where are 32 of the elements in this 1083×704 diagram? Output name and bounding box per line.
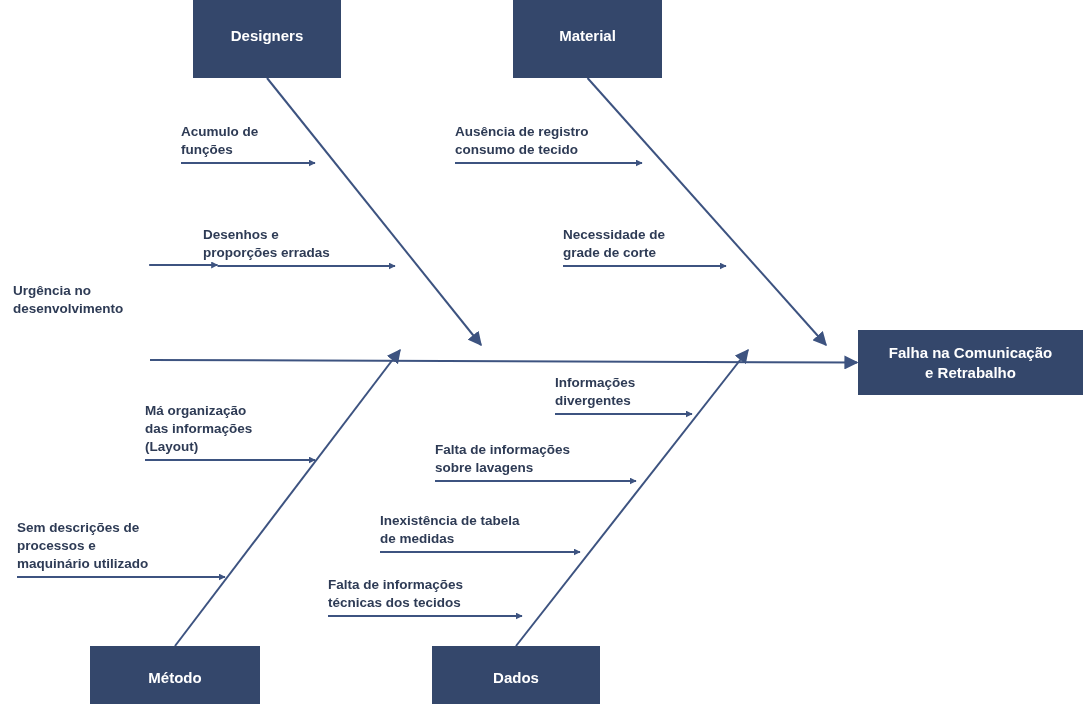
category-box: Dados [432, 646, 600, 704]
arrow [562, 262, 727, 270]
cause-label: Desenhos e proporções erradas [203, 226, 348, 262]
cause-label: Acumulo de funções [181, 123, 296, 159]
arrow [16, 573, 226, 581]
arrow [379, 548, 581, 556]
arrow [515, 348, 749, 647]
arrow [586, 77, 827, 347]
arrow [148, 261, 219, 269]
arrow [180, 159, 316, 167]
cause-label: Falta de informações sobre lavagens [435, 441, 585, 477]
cause-label: Sem descrições de processos e maquinário utilizado [17, 519, 157, 573]
arrow [454, 159, 643, 167]
cause-label: Urgência no desenvolvimento [13, 282, 161, 318]
arrow [554, 410, 693, 418]
arrow [434, 477, 637, 485]
arrow [266, 77, 482, 347]
cause-label: Ausência de registro consumo de tecido [455, 123, 635, 159]
category-box: Material [513, 0, 662, 78]
arrow [327, 612, 523, 620]
arrow [174, 348, 401, 647]
cause-label: Má organização das informações (Layout) [145, 402, 267, 456]
category-box: Designers [193, 0, 341, 78]
cause-label: Informações divergentes [555, 374, 670, 410]
arrow [216, 262, 396, 270]
category-box: Método [90, 646, 260, 704]
arrow [149, 355, 859, 370]
arrow [144, 456, 316, 464]
cause-label: Falta de informações técnicas dos tecidos [328, 576, 513, 612]
effect-box: Falha na Comunicação e Retrabalho [858, 330, 1083, 395]
cause-label: Necessidade de grade de corte [563, 226, 698, 262]
cause-label: Inexistência de tabela de medidas [380, 512, 535, 548]
